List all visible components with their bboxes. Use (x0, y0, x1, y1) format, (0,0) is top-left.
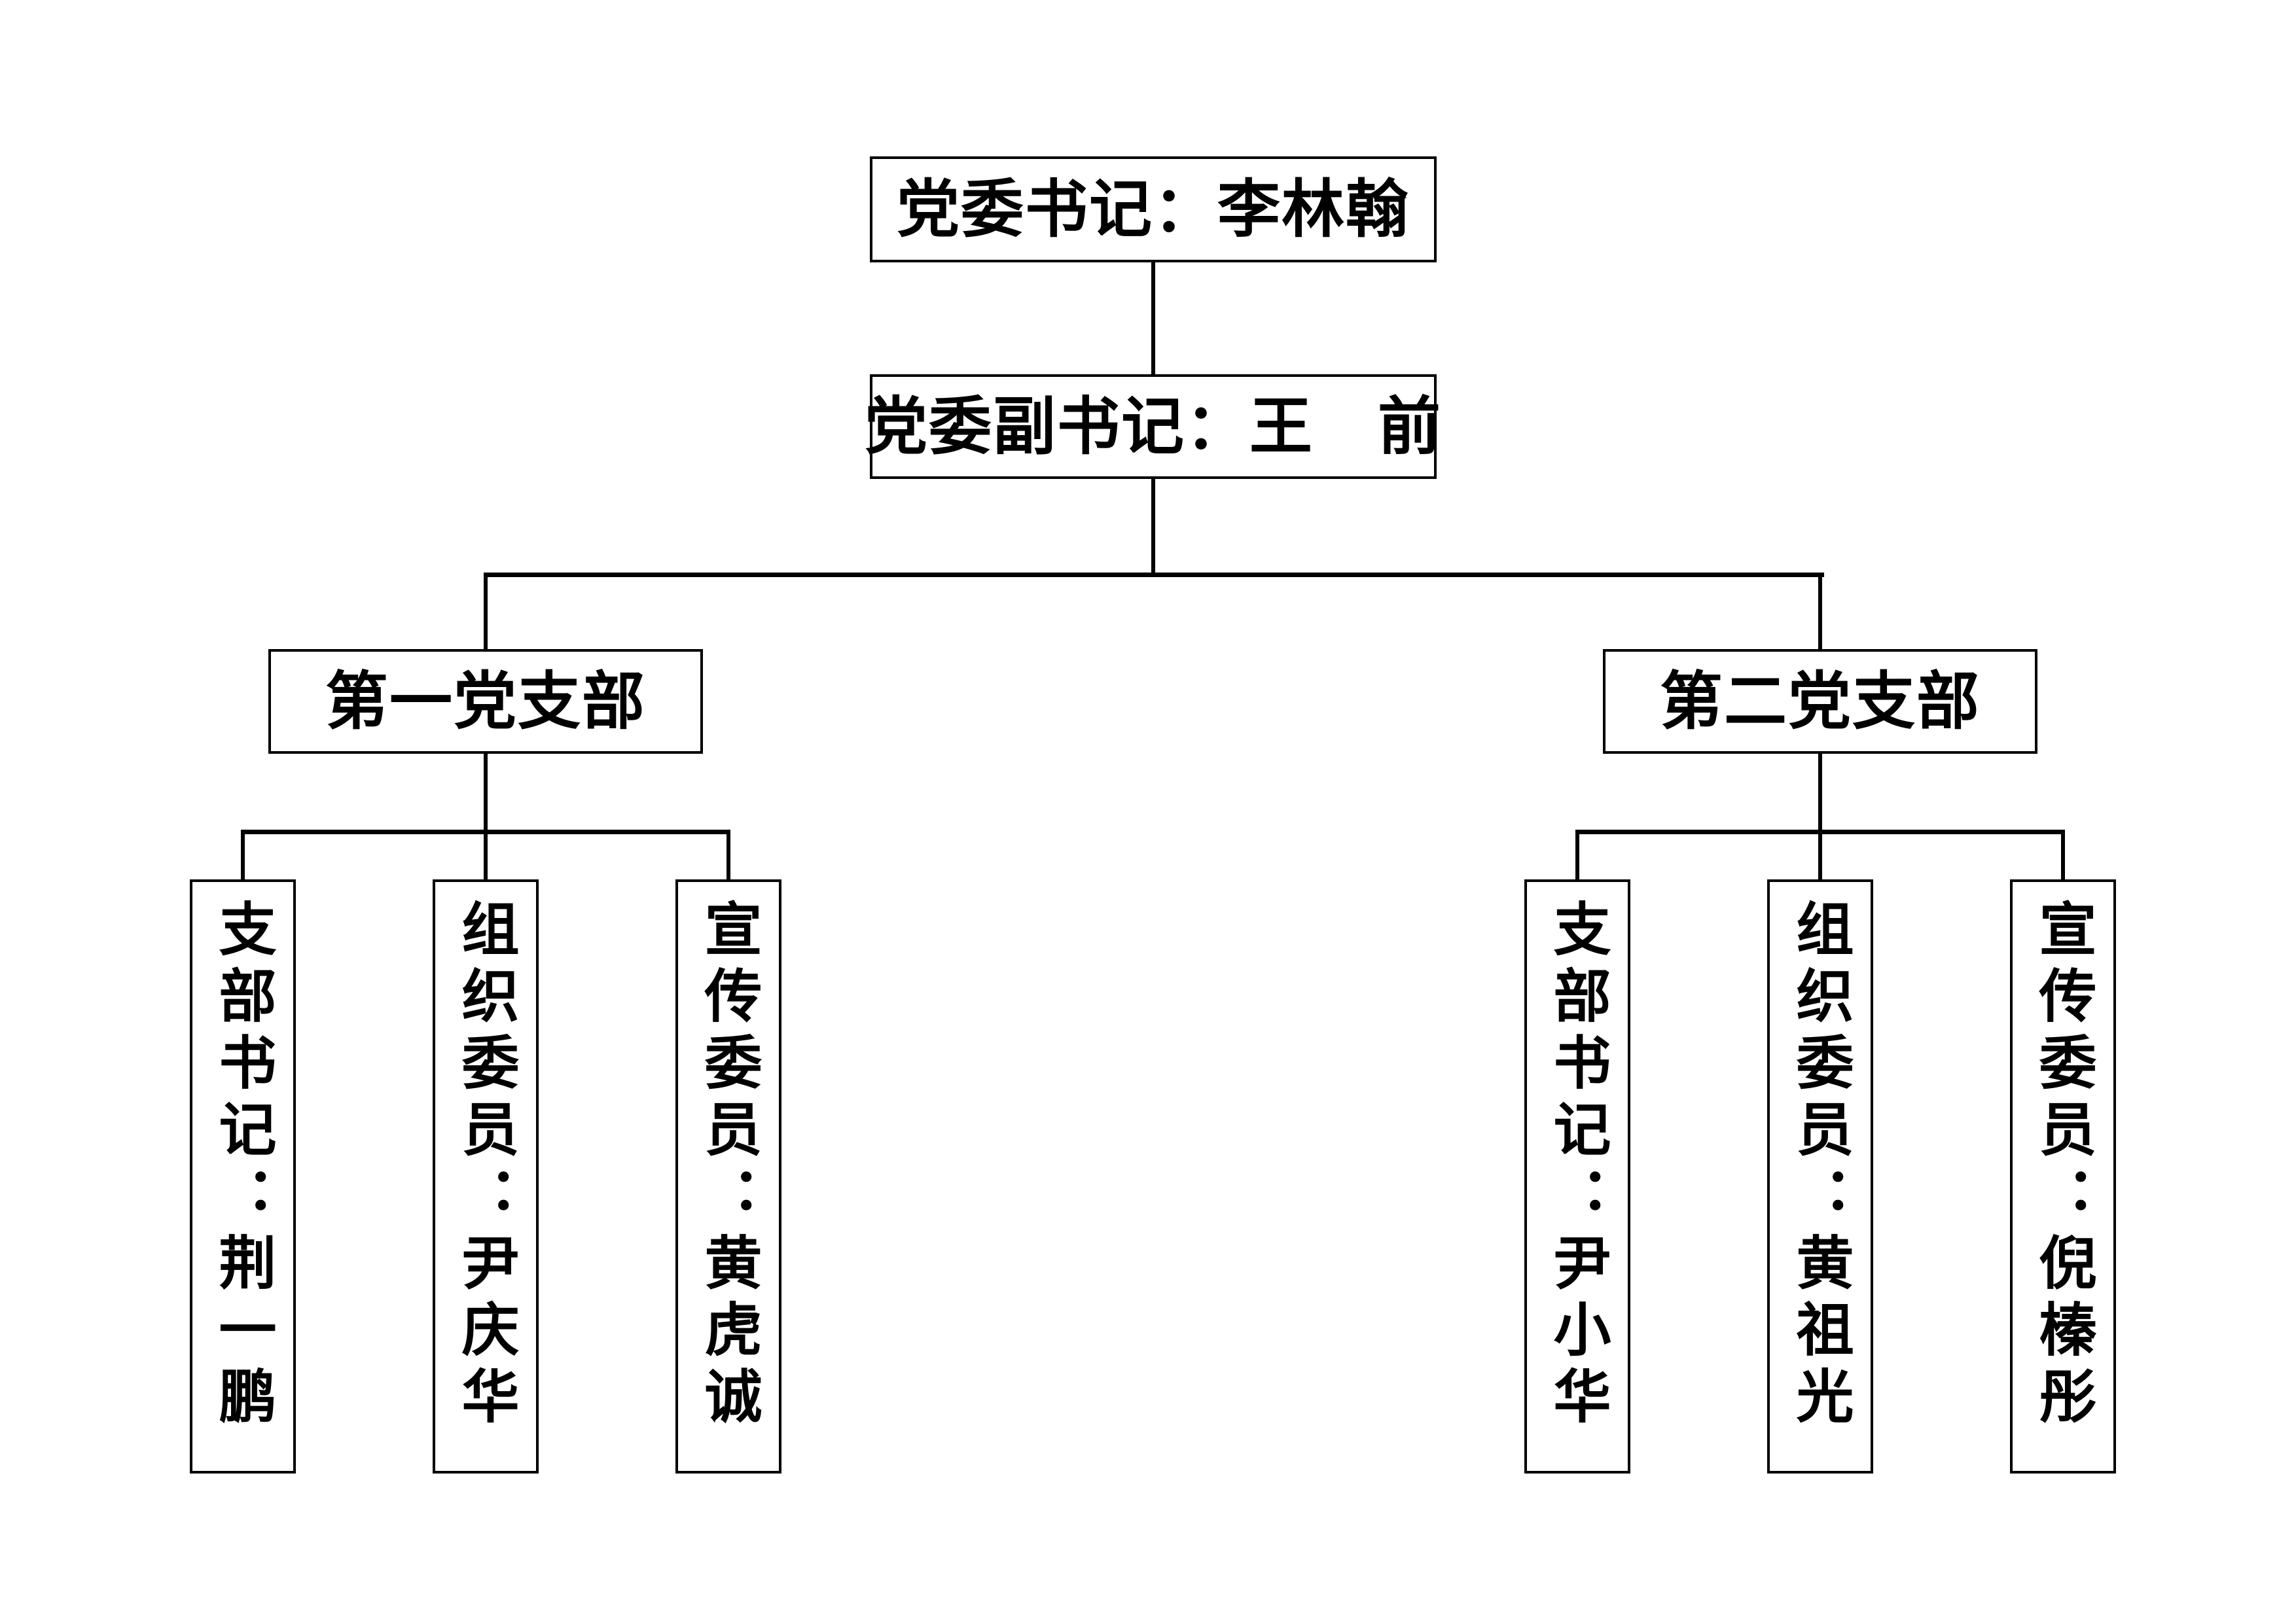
branch-1-organization-member-label: 组织委员：尹庆华 (452, 899, 520, 1433)
connector-bus-to-member-2-2 (1818, 830, 1822, 882)
branch-1-box: 第一党支部 (268, 649, 703, 754)
connector-bus-to-member-1-3 (726, 830, 730, 882)
connector-deputy-to-trunk (1151, 479, 1155, 574)
branch-2-secretary-label: 支部书记：尹小华 (1544, 899, 1611, 1433)
branch-1-organization-member-box: 组织委员：尹庆华 (433, 879, 539, 1474)
branch-2-secretary-box: 支部书记：尹小华 (1524, 879, 1630, 1474)
deputy-secretary-box: 党委副书记：王 前 (865, 374, 1441, 479)
branch-2-publicity-member-label: 宣传委员：倪榛彤 (2030, 899, 2097, 1433)
connector-bus-to-member-2-1 (1575, 830, 1579, 882)
deputy-secretary-label: 党委副书记：王 前 (865, 390, 1442, 463)
connector-root-to-deputy (1151, 262, 1155, 374)
connector-trunk-to-branch-2 (1818, 573, 1822, 652)
party-secretary-box: 党委书记：李林翰 (870, 156, 1437, 262)
branch-2-box: 第二党支部 (1603, 649, 2037, 754)
branch-1-secretary-box: 支部书记：荆一鹏 (190, 879, 296, 1474)
branch-2-label: 第二党支部 (1660, 665, 1981, 738)
connector-trunk-to-branch-1 (484, 573, 488, 652)
branch-1-publicity-member-box: 宣传委员：黄虎诚 (675, 879, 781, 1474)
branch-1-secretary-label: 支部书记：荆一鹏 (209, 899, 277, 1433)
connector-bus-to-member-2-3 (2061, 830, 2065, 882)
party-secretary-label: 党委书记：李林翰 (897, 173, 1410, 246)
connector-branch-2-to-bus (1818, 754, 1822, 834)
branch-2-organization-member-label: 组织委员：黄祖光 (1787, 899, 1854, 1433)
trunk-horizontal-line (484, 573, 1824, 577)
connector-branch-1-to-bus (484, 754, 488, 834)
connector-bus-to-member-1-2 (484, 830, 488, 882)
branch-2-publicity-member-box: 宣传委员：倪榛彤 (2010, 879, 2116, 1474)
branch-1-publicity-member-label: 宣传委员：黄虎诚 (695, 899, 762, 1433)
connector-bus-to-member-1-1 (241, 830, 245, 882)
branch-2-organization-member-box: 组织委员：黄祖光 (1767, 879, 1873, 1474)
branch-1-label: 第一党支部 (325, 665, 646, 738)
